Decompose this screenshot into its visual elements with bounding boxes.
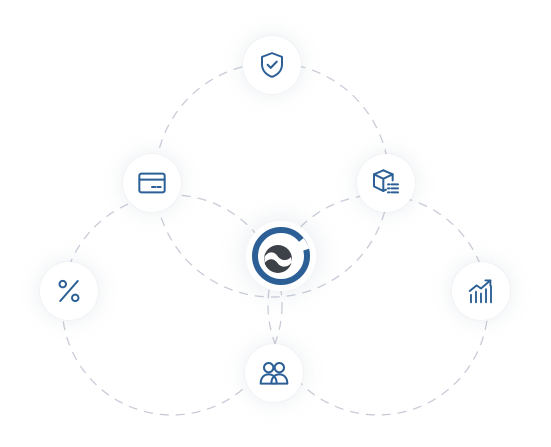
brand-logo-icon	[252, 227, 310, 285]
discounts-node[interactable]	[40, 262, 98, 320]
customers-node[interactable]	[245, 344, 303, 402]
package-list-icon	[373, 169, 399, 194]
growth-chart-icon	[468, 279, 492, 304]
security-node[interactable]	[243, 36, 301, 94]
shield-check-icon	[261, 52, 283, 78]
credit-card-icon	[138, 172, 166, 194]
users-icon	[259, 362, 289, 385]
center-logo-node[interactable]	[246, 221, 316, 291]
analytics-node[interactable]	[452, 262, 510, 320]
inventory-node[interactable]	[357, 154, 415, 212]
payments-node[interactable]	[123, 154, 181, 212]
percent-icon	[58, 279, 80, 303]
